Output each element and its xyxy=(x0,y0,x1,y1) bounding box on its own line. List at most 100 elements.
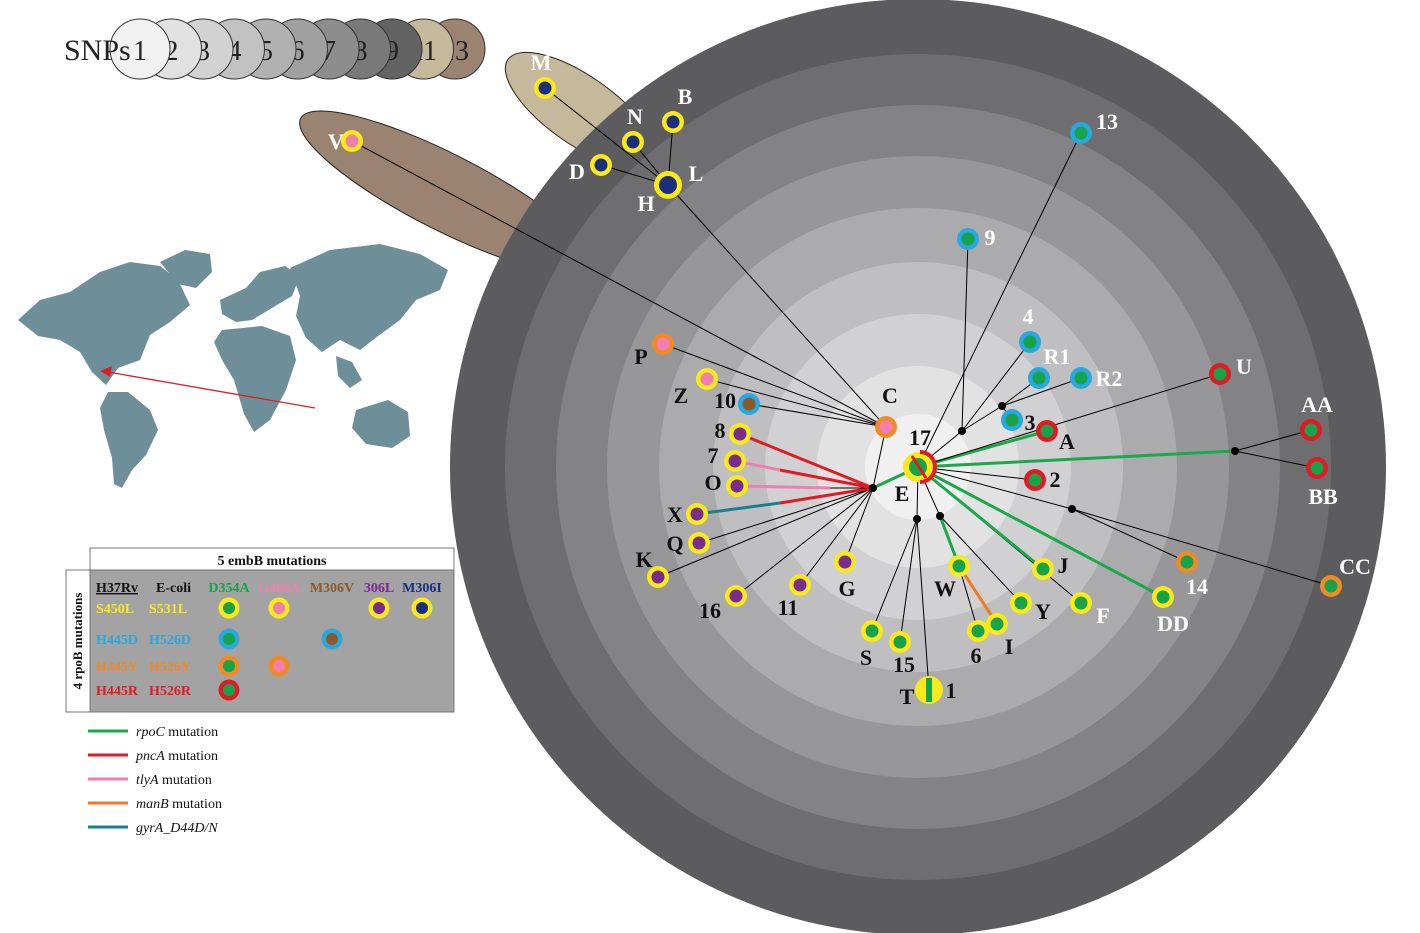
node-label-17: 17 xyxy=(909,425,931,450)
edge-junction-15 xyxy=(899,518,918,643)
node-core xyxy=(594,158,608,172)
node-core xyxy=(838,555,852,569)
line-key-suffix: mutation xyxy=(159,773,212,788)
node-core xyxy=(1180,555,1194,569)
node-core xyxy=(1324,579,1338,593)
node-N xyxy=(622,131,644,153)
node-core xyxy=(1304,423,1318,437)
line-key-label: tlyA mutation xyxy=(136,773,212,788)
line-key-gene: tlyA xyxy=(136,773,159,788)
node-core xyxy=(1310,461,1324,475)
node-O xyxy=(726,475,748,497)
node-core xyxy=(345,134,359,148)
legend-genotype-marker xyxy=(218,597,240,619)
edge-junction-9 xyxy=(961,238,969,432)
node-17 xyxy=(903,450,937,484)
edge-E-16 xyxy=(735,487,874,597)
node-core xyxy=(651,570,665,584)
node-label-E: E xyxy=(895,481,910,506)
legend-header-box xyxy=(89,547,455,571)
edge-17-DD xyxy=(917,465,1164,599)
line-key-label: gyrA_D44D/N xyxy=(136,821,218,836)
network-nodes xyxy=(341,77,1342,653)
node-core xyxy=(538,81,552,95)
node-label-10: 10 xyxy=(714,388,736,413)
node-core xyxy=(793,578,807,592)
junction-dots xyxy=(869,402,1239,523)
node-15 xyxy=(889,631,911,653)
edge-17-13 xyxy=(917,132,1082,468)
node-label-BB: BB xyxy=(1308,484,1338,509)
node-label-B: B xyxy=(678,84,693,109)
map-europe xyxy=(220,266,300,322)
snp-rings xyxy=(450,0,1386,933)
legend-embB-3: M306V xyxy=(310,581,354,596)
map-north-america xyxy=(18,262,190,385)
node-label-Z: Z xyxy=(674,383,689,408)
node-7 xyxy=(724,450,746,472)
legend-col-h37rv: H37Rv xyxy=(96,581,138,596)
node-10 xyxy=(738,393,760,415)
legend-genotype-marker xyxy=(268,655,290,677)
line-key-gene: gyrA_D44D/N xyxy=(136,821,218,836)
node-label-14: 14 xyxy=(1186,574,1208,599)
node-label-S: S xyxy=(860,645,872,670)
node-I xyxy=(986,613,1008,635)
legend-genotype-marker xyxy=(218,655,240,677)
edge-junction-14 xyxy=(1071,508,1188,563)
node-16 xyxy=(725,585,747,607)
edge-junction-4 xyxy=(961,341,1031,432)
edge-junction-BB xyxy=(1234,450,1318,469)
network-edges xyxy=(351,87,1332,691)
node-13 xyxy=(1070,122,1092,144)
node-D xyxy=(590,154,612,176)
edge-L-M xyxy=(544,87,669,186)
node-core xyxy=(690,507,704,521)
node-label-J: J xyxy=(1058,553,1069,578)
node-label-U: U xyxy=(1236,354,1252,379)
node-label-13: 13 xyxy=(1096,109,1118,134)
node-label-O: O xyxy=(704,470,721,495)
node-label-M: M xyxy=(531,50,552,75)
node-label-G: G xyxy=(838,576,855,601)
node-core xyxy=(742,397,756,411)
node-S xyxy=(861,620,883,642)
legend-genotype-marker xyxy=(268,597,290,619)
node-label-H: H xyxy=(637,191,654,216)
junction-dot xyxy=(1068,505,1076,513)
node-9 xyxy=(957,228,979,250)
map-asia xyxy=(290,244,448,352)
snp-level-1: 1 xyxy=(109,18,171,80)
edge-17-junction-cc xyxy=(917,466,1073,510)
node-label-8: 8 xyxy=(715,418,726,443)
node-core xyxy=(1032,371,1046,385)
node-3 xyxy=(1001,409,1023,431)
node-P xyxy=(652,333,674,355)
node-Q xyxy=(688,532,710,554)
node-core xyxy=(961,232,975,246)
migration-arrow-head xyxy=(100,366,112,377)
node-core xyxy=(1023,335,1037,349)
node-label-3: 3 xyxy=(1025,410,1036,435)
node-core xyxy=(1213,367,1227,381)
legend-rpoB-h37rv: H445R xyxy=(96,684,139,699)
node-A xyxy=(1036,420,1058,442)
edge-junction-AA xyxy=(1234,429,1312,452)
snp-legend-title: SNPs xyxy=(64,34,131,67)
edge-E-K xyxy=(657,487,874,578)
node-11 xyxy=(789,574,811,596)
node-core xyxy=(728,454,742,468)
node-label-15: 15 xyxy=(893,652,915,677)
edge-E-G xyxy=(844,487,874,563)
node-core xyxy=(700,372,714,386)
node-R2 xyxy=(1070,367,1092,389)
node-X xyxy=(686,503,708,525)
legend-embB-2: G406A xyxy=(258,581,301,596)
junction-dot xyxy=(913,515,921,523)
node-core xyxy=(1074,126,1088,140)
legend-genotype-marker xyxy=(218,628,240,650)
node-label-DD: DD xyxy=(1157,611,1189,636)
line-key-suffix: mutation xyxy=(165,725,218,740)
